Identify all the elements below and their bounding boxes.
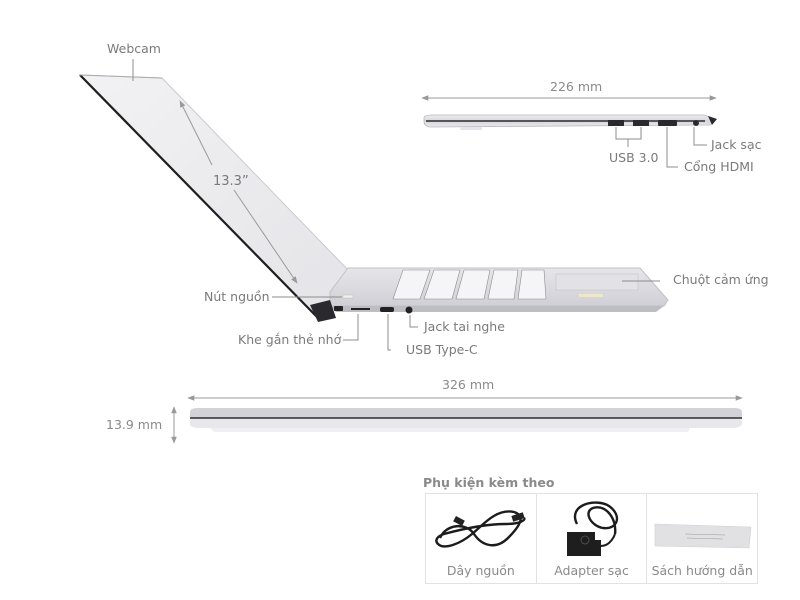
- label-thickness: 13.9 mm: [106, 417, 163, 432]
- hdmi-port: [658, 120, 677, 126]
- label-depth: 226 mm: [550, 79, 603, 94]
- accessory-label: Adapter sạc: [554, 563, 629, 578]
- power-button: [342, 294, 354, 299]
- label-screen-size: 13.3”: [213, 174, 249, 189]
- touchpad: [555, 273, 639, 291]
- keyboard: [392, 269, 547, 300]
- accessories-title: Phụ kiện kèm theo: [423, 475, 555, 490]
- label-power-button: Nút nguồn: [204, 289, 270, 304]
- laptop-front-view: [171, 395, 743, 444]
- charging-jack: [693, 120, 699, 126]
- accessories-panel: Dây nguồn Adapter sạc Sách hướng dẫn: [425, 493, 758, 584]
- label-memory-card-slot: Khe gắn thẻ nhớ: [238, 332, 342, 347]
- port-usb-a: [334, 306, 343, 311]
- headphone-jack: [405, 306, 413, 314]
- memory-card-slot: [351, 308, 370, 310]
- label-charging-jack: Jack sạc: [711, 137, 762, 152]
- laptop-open-view: [78, 74, 669, 322]
- label-usb-type-c: USB Type-C: [406, 342, 478, 357]
- accessory-label: Sách hướng dẫn: [651, 563, 753, 578]
- accessory-item-power-cord: Dây nguồn: [426, 494, 537, 583]
- accessory-item-manual: Sách hướng dẫn: [647, 494, 757, 583]
- port-usb-c: [380, 307, 394, 312]
- label-hdmi: Cổng HDMI: [684, 159, 754, 174]
- manual-booklet-icon: [655, 523, 752, 549]
- usb3-port-2: [633, 120, 649, 126]
- laptop-side-view: [421, 95, 717, 168]
- accessory-label: Dây nguồn: [446, 563, 515, 578]
- label-headphone-jack: Jack tai nghe: [424, 319, 505, 334]
- label-webcam: Webcam: [107, 41, 161, 56]
- charger-adapter-icon: [566, 501, 618, 556]
- accessory-item-charger-adapter: Adapter sạc: [537, 494, 648, 583]
- power-cord-icon: [435, 510, 526, 548]
- label-touchpad: Chuột cảm ứng: [673, 272, 769, 287]
- label-usb3: USB 3.0: [609, 150, 659, 165]
- callout-lines: [132, 59, 660, 351]
- label-width: 326 mm: [442, 377, 495, 392]
- usb3-port-1: [608, 120, 624, 126]
